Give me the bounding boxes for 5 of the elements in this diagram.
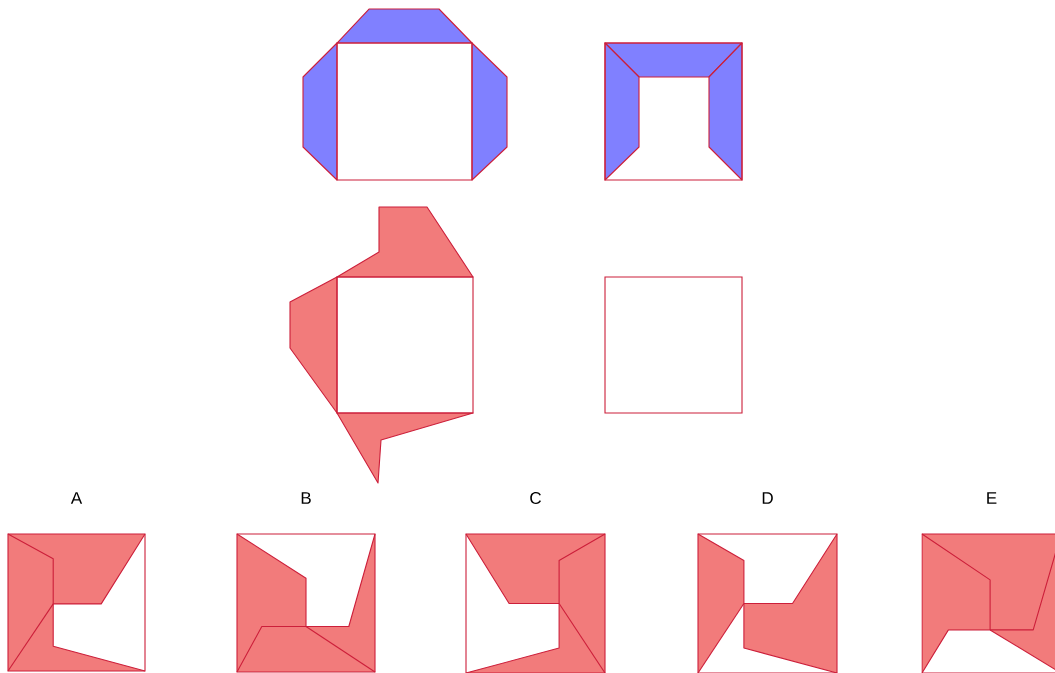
option-letter: B [301, 492, 311, 504]
option-letter: D [762, 492, 773, 504]
option-letter: E [987, 492, 997, 504]
option-letter: A [70, 492, 83, 504]
option-letter: C [530, 492, 541, 505]
